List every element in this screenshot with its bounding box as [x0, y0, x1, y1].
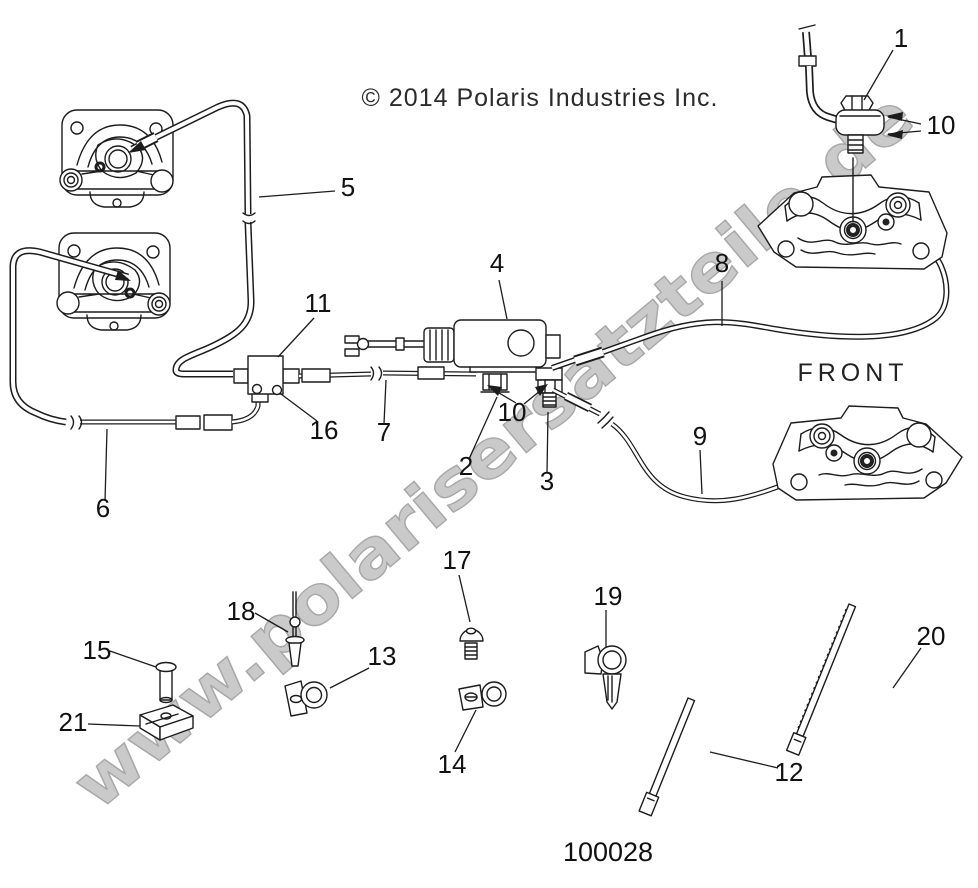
callout-13: 13 [368, 641, 397, 671]
callout-3: 3 [540, 466, 554, 496]
callout-labels: 1 10 5 4 8 11 10 16 7 2 3 9 6 17 18 19 1… [59, 23, 956, 787]
rear-caliper-lower [56, 232, 171, 331]
part-12-cable-tie [638, 697, 696, 817]
callout-1: 1 [894, 23, 908, 53]
callout-11: 11 [305, 288, 332, 318]
part-14-p-clamp [458, 681, 507, 711]
callout-20: 20 [917, 621, 946, 651]
part-17-screw [459, 627, 484, 660]
callout-16: 16 [310, 415, 339, 445]
callout-9: 9 [693, 421, 707, 451]
brake-line-7 [298, 366, 477, 383]
callout-17: 17 [443, 545, 472, 575]
part-20-cable-tie [785, 603, 857, 756]
front-caliper-lower [771, 404, 964, 502]
callout-5: 5 [341, 172, 355, 202]
part-15-rivet [155, 661, 177, 704]
part-19-clip [584, 645, 627, 710]
drawing-number: 100028 [563, 837, 653, 867]
junction-screw-left [251, 383, 263, 395]
callout-12: 12 [775, 757, 804, 787]
callout-14: 14 [438, 749, 467, 779]
callout-10a: 10 [927, 110, 956, 140]
part-21-clamp-block [139, 704, 194, 741]
front-label: FRONT [797, 359, 908, 387]
master-cylinder-body [453, 319, 547, 368]
callout-21: 21 [59, 707, 88, 737]
callout-18: 18 [227, 596, 256, 626]
leader-lines [87, 49, 922, 769]
piston-boot [423, 327, 455, 363]
brake-hose-1 [798, 24, 840, 124]
brake-line-5 [128, 99, 256, 378]
reservoir-cap [507, 329, 535, 357]
junction-block [233, 355, 300, 403]
junction-screw-right [271, 384, 283, 396]
brake-line-6 [9, 247, 261, 431]
callout-10b: 10 [498, 397, 527, 427]
clevis-pin [356, 337, 370, 351]
callout-8: 8 [715, 248, 729, 278]
master-cylinder [344, 319, 563, 408]
callout-15: 15 [83, 635, 112, 665]
rear-caliper-upper [59, 109, 174, 208]
callout-19: 19 [594, 581, 623, 611]
callout-6: 6 [96, 493, 110, 523]
part-13-p-clamp [284, 680, 328, 717]
copyright-text: © 2014 Polaris Industries Inc. [362, 84, 719, 112]
callout-4: 4 [490, 248, 504, 278]
banjo-bolt-1 [835, 95, 885, 154]
callout-7: 7 [377, 417, 391, 447]
callout-2: 2 [459, 451, 473, 481]
part-18-rivet-pin [285, 591, 305, 667]
